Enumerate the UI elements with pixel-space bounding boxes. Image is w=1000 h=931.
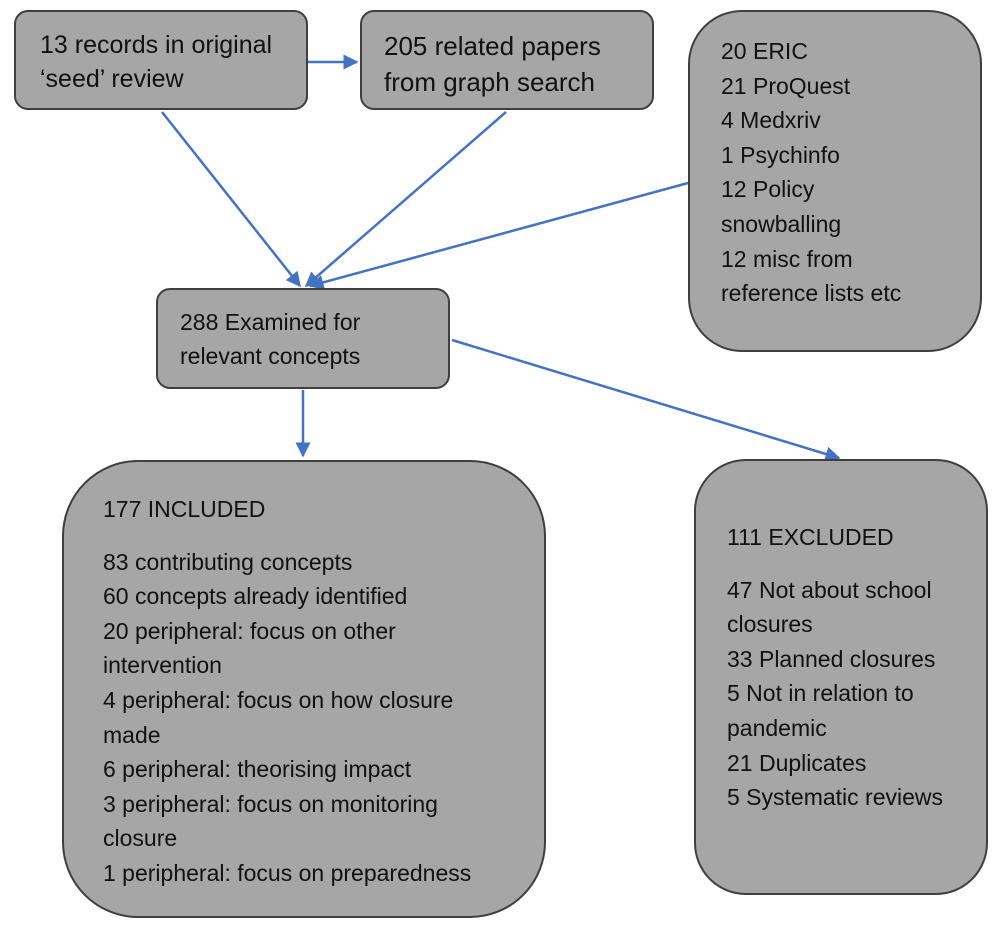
included-line-2: 60 concepts already identified [103,583,408,610]
db-line-medxriv: 4 Medxriv [721,107,821,134]
graph-line-1: 205 related papers [384,31,601,61]
excluded-box: 111 EXCLUDED 47 Not about school closure… [694,459,988,895]
database-sources-box: 20 ERIC 21 ProQuest 4 Medxriv 1 Psychinf… [688,10,982,352]
db-line-policy: 12 Policy [721,176,815,203]
included-line-9: closure [103,825,178,852]
graph-search-box: 205 related papers from graph search [360,10,654,110]
included-heading: 177 INCLUDED [103,496,266,522]
included-line-4: intervention [103,652,222,679]
excluded-line-4: 5 Not in relation to [727,680,914,707]
excluded-line-1: 47 Not about school [727,576,932,603]
included-line-1: 83 contributing concepts [103,548,353,575]
db-line-proquest: 21 ProQuest [721,72,851,99]
seed-line-2: ‘seed’ review [40,65,184,93]
arrow-examined-to-excluded [451,338,841,462]
db-line-misc: 12 misc from [721,245,853,272]
included-line-7: 6 peripheral: theorising impact [103,756,412,783]
excluded-line-2: closures [727,611,813,638]
excluded-heading: 111 EXCLUDED [727,524,894,550]
included-line-10: 1 peripheral: focus on preparedness [103,859,472,886]
arrow-databases-to-examined [308,181,689,290]
included-line-5: 4 peripheral: focus on how closure [103,686,454,713]
db-line-reference-lists: reference lists etc [721,280,902,307]
examined-line-2: relevant concepts [180,343,361,369]
excluded-line-6: 21 Duplicates [727,749,867,776]
included-box: 177 INCLUDED 83 contributing concepts 60… [62,460,546,918]
examined-line-1: 288 Examined for [180,309,361,335]
db-line-psychinfo: 1 Psychinfo [721,141,840,168]
included-line-3: 20 peripheral: focus on other [103,617,396,644]
graph-line-2: from graph search [384,67,595,97]
arrow-seed-to-examined [161,111,301,288]
included-line-6: made [103,721,161,748]
excluded-line-7: 5 Systematic reviews [727,784,944,811]
examined-box: 288 Examined for relevant concepts [156,288,450,389]
excluded-line-3: 33 Planned closures [727,645,936,672]
seed-review-box: 13 records in original ‘seed’ review [14,10,308,110]
seed-line-1: 13 records in original [40,31,273,59]
arrow-graph-to-examined [304,111,507,287]
db-line-eric: 20 ERIC [721,38,808,64]
excluded-line-5: pandemic [727,714,827,741]
db-line-snowballing: snowballing [721,210,842,237]
included-line-8: 3 peripheral: focus on monitoring [103,790,438,817]
